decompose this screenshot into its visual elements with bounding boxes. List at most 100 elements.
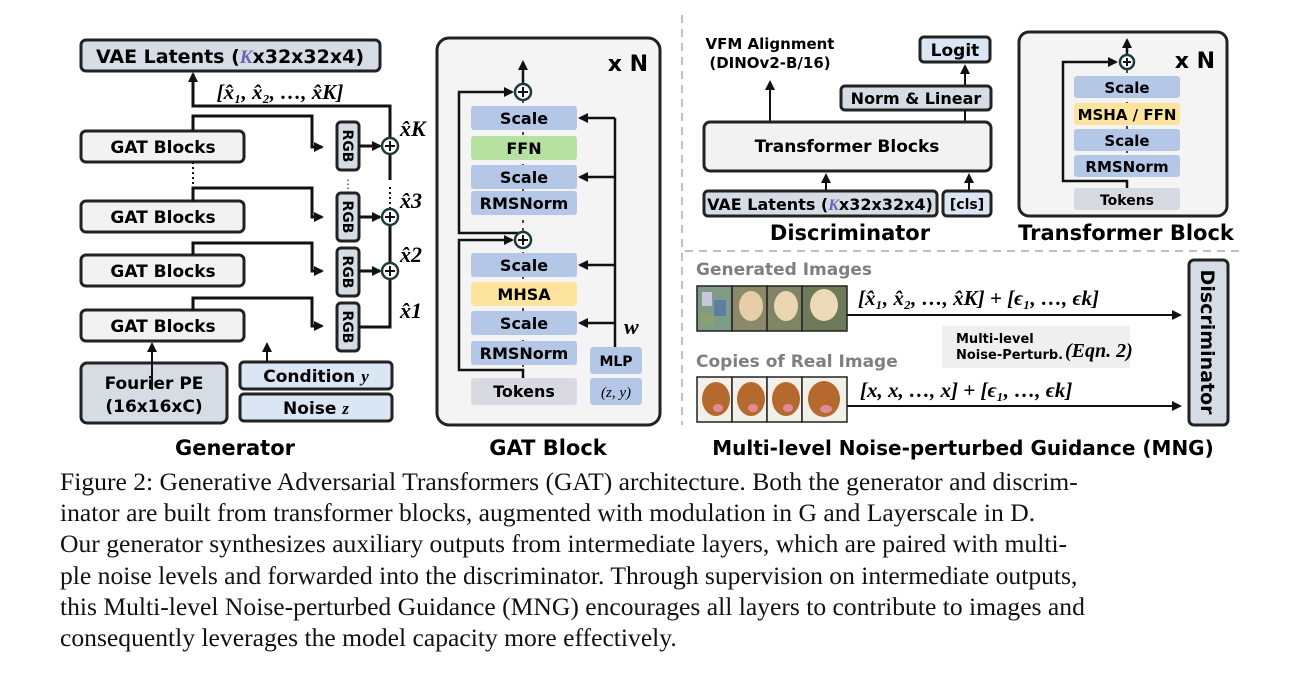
real-image-strip: [696, 376, 848, 423]
svg-text:Discriminator: Discriminator: [1196, 270, 1218, 416]
mng-discriminator-box: [1187, 258, 1230, 427]
svg-text:RGB: RGB: [339, 311, 355, 344]
gat-blocks-1: [79, 129, 246, 164]
output-label-2: x̂2: [399, 242, 422, 267]
generator-title: Generator: [175, 436, 296, 460]
plus-icon: [513, 82, 533, 102]
svg-text:(z, y): (z, y): [601, 385, 631, 401]
caption-line: inator are built from transformer blocks…: [60, 498, 1036, 528]
tb-repeat-label: x N: [1175, 49, 1215, 74]
logit-box: [918, 35, 992, 64]
tb-scale-1: [1074, 129, 1180, 151]
svg-text:Transformer Blocks: Transformer Blocks: [755, 137, 940, 157]
mng-title: Multi-level Noise-perturbed Guidance (MN…: [712, 436, 1214, 460]
caption-line: consequently leverages the model capacit…: [60, 623, 677, 653]
svg-text:Tokens: Tokens: [1100, 193, 1154, 209]
tb-msha-ffn: [1074, 103, 1180, 125]
gat-upper-scale-2: [471, 106, 577, 130]
plus-icon: [513, 230, 533, 250]
gen-vae-latents-label: VAE Latents (Kx32x32x4): [96, 46, 364, 68]
svg-text:RGB: RGB: [339, 201, 355, 234]
gat-lower-scale-1: [471, 311, 577, 335]
plus-icon: [380, 207, 400, 227]
svg-text:GAT Blocks: GAT Blocks: [110, 317, 215, 337]
svg-text:Scale: Scale: [1104, 79, 1149, 97]
discriminator-title: Discriminator: [770, 221, 931, 245]
eqn-ref: (Eqn. 2): [1065, 340, 1133, 362]
plus-icon: [380, 261, 400, 281]
transformer-block-title: Transformer Block: [1018, 221, 1235, 245]
svg-text:MHSA: MHSA: [497, 285, 551, 304]
fourier-pe-box: [79, 361, 229, 425]
svg-text:RGB: RGB: [339, 256, 355, 289]
discriminator-panel: VFM Alignment (DINOv2-B/16) Logit Norm &…: [702, 35, 993, 245]
gen-output-list: [x̂₁, x̂₂, …, x̂K]: [217, 80, 344, 104]
output-label-k: x̂K: [399, 116, 427, 141]
output-label-3: x̂3: [399, 188, 422, 213]
caption-line: ple noise levels and forwarded into the …: [60, 560, 1078, 590]
svg-text:Condition y: Condition y: [263, 367, 369, 387]
gat-ffn: [471, 136, 577, 160]
gat-blocks-3: [79, 253, 246, 288]
tb-scale-2: [1074, 76, 1180, 98]
plus-icon: [380, 136, 400, 156]
svg-text:RMSNorm: RMSNorm: [480, 194, 569, 213]
svg-text:GAT Blocks: GAT Blocks: [110, 208, 215, 228]
svg-text:MLP: MLP: [599, 354, 632, 370]
gat-upper-rmsnorm: [471, 191, 577, 215]
transformer-blocks-box: [702, 120, 993, 173]
copies-real-image-label: Copies of Real Image: [696, 352, 898, 372]
plus-icon: [1118, 53, 1136, 71]
svg-text:MSHA / FFN: MSHA / FFN: [1078, 106, 1177, 124]
condition-y-box: [238, 360, 394, 391]
gat-repeat-label: x N: [608, 52, 648, 77]
gat-mlp: [590, 347, 642, 374]
generated-expression: [x̂₁, x̂₂, …, x̂K] + [ϵ₁, …, ϵk]: [858, 286, 1099, 310]
noise-perturb-box: [942, 326, 1130, 368]
svg-text:[cls]: [cls]: [950, 197, 984, 213]
output-label-1: x̂1: [399, 298, 422, 323]
svg-text:Noise-Perturb.: Noise-Perturb.: [956, 348, 1063, 363]
gat-lower-rmsnorm: [471, 341, 577, 365]
rgb-heads: RGB RGB RGB RGB: [335, 120, 361, 353]
caption-line: Figure 2: Generative Adversarial Transfo…: [60, 467, 1078, 496]
cls-token-box: [941, 189, 993, 218]
gat-blocks-stack: GAT Blocks GAT Blocks GAT Blocks GAT Blo…: [79, 129, 246, 343]
svg-text:Scale: Scale: [500, 168, 548, 187]
disc-vae-latents-box: [702, 189, 939, 218]
generator-panel: VAE Latents (Kx32x32x4) [x̂₁, x̂₂, …, x̂…: [79, 38, 427, 460]
norm-linear-box: [839, 84, 993, 112]
w-label: w: [624, 314, 639, 339]
real-expression: [x, x, …, x] + [ϵ₁, …, ϵk]: [860, 378, 1072, 402]
svg-text:GAT Blocks: GAT Blocks: [110, 262, 215, 282]
transformer-block-panel: x N Scale MSHA / FFN Scale RMSNorm Token…: [1017, 30, 1235, 245]
gat-lower-scale-2: [471, 253, 577, 277]
gat-block-panel: x N Scale FFN Scale RMSNorm Scale MHSA S…: [435, 36, 662, 460]
svg-text:(16x16xC): (16x16xC): [105, 397, 202, 417]
gat-upper-scale-1: [471, 165, 577, 189]
svg-text:Fourier PE: Fourier PE: [105, 374, 204, 394]
figure-caption: Figure 2: Generative Adversarial Transfo…: [60, 466, 1240, 653]
svg-text:VFM Alignment: VFM Alignment: [706, 35, 835, 53]
svg-text:RMSNorm: RMSNorm: [480, 344, 569, 363]
svg-text:RMSNorm: RMSNorm: [1085, 158, 1168, 176]
svg-text:Multi-level: Multi-level: [956, 332, 1034, 347]
caption-line: this Multi-level Noise-perturbed Guidanc…: [60, 591, 1085, 621]
gat-blocks-4: [79, 308, 246, 343]
gat-tokens: [471, 378, 577, 405]
svg-text:Scale: Scale: [500, 314, 548, 333]
caption-line: Our generator synthesizes auxiliary outp…: [60, 529, 1068, 559]
svg-text:Scale: Scale: [1104, 132, 1149, 150]
svg-text:Tokens: Tokens: [493, 382, 555, 401]
gat-block-title: GAT Block: [489, 436, 608, 460]
noise-z-box: [238, 392, 394, 423]
svg-text:Scale: Scale: [500, 109, 548, 128]
architecture-figure: VAE Latents (Kx32x32x4) [x̂₁, x̂₂, …, x̂…: [79, 15, 1240, 460]
svg-text:RGB: RGB: [339, 130, 355, 163]
gat-blocks-2: [79, 199, 246, 234]
mng-panel: Generated Images [x̂₁, x̂₂, …, x̂K] + [ϵ…: [696, 258, 1230, 460]
gat-mhsa: [471, 282, 577, 306]
sum-nodes: [380, 136, 400, 281]
svg-text:Logit: Logit: [931, 41, 980, 61]
svg-text:Scale: Scale: [500, 256, 548, 275]
